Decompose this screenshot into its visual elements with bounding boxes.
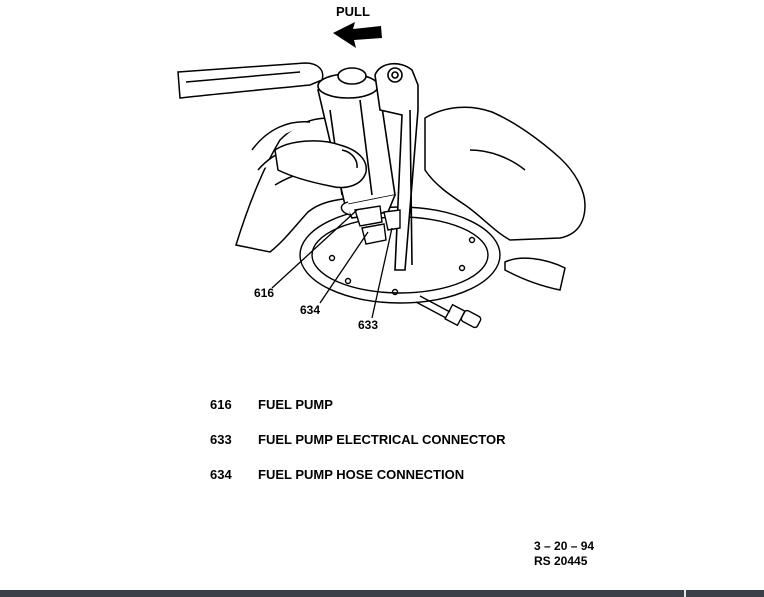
callout-616: 616 bbox=[254, 286, 275, 300]
legend-row-633: 633 FUEL PUMP ELECTRICAL CONNECTOR bbox=[210, 432, 506, 447]
right-hand bbox=[424, 106, 586, 291]
pull-arrow-icon bbox=[333, 22, 382, 48]
legend-text: FUEL PUMP HOSE CONNECTION bbox=[258, 467, 465, 482]
legend-row-616: 616 FUEL PUMP bbox=[210, 397, 333, 412]
legend-number: 633 bbox=[210, 432, 232, 447]
pull-label: PULL bbox=[336, 4, 370, 19]
fuel-line-fitting bbox=[415, 295, 482, 329]
callout-633: 633 bbox=[358, 318, 379, 332]
legend-row-634: 634 FUEL PUMP HOSE CONNECTION bbox=[210, 467, 464, 482]
legend-text: FUEL PUMP ELECTRICAL CONNECTOR bbox=[258, 432, 506, 447]
bottom-bar bbox=[0, 590, 764, 597]
legend-number: 634 bbox=[210, 467, 232, 482]
callout-634: 634 bbox=[300, 303, 321, 317]
left-thumb bbox=[274, 140, 367, 189]
bottom-bar-separator bbox=[684, 590, 686, 597]
legend-number: 616 bbox=[210, 397, 232, 412]
pump-connectors bbox=[340, 201, 401, 245]
retaining-strap bbox=[177, 62, 324, 99]
sender-bracket bbox=[374, 62, 419, 271]
callout-leaders bbox=[271, 209, 393, 319]
legend-text: FUEL PUMP bbox=[258, 397, 333, 412]
reference-date: 3 – 20 – 94 bbox=[534, 539, 595, 553]
reference-code: RS 20445 bbox=[534, 554, 588, 568]
